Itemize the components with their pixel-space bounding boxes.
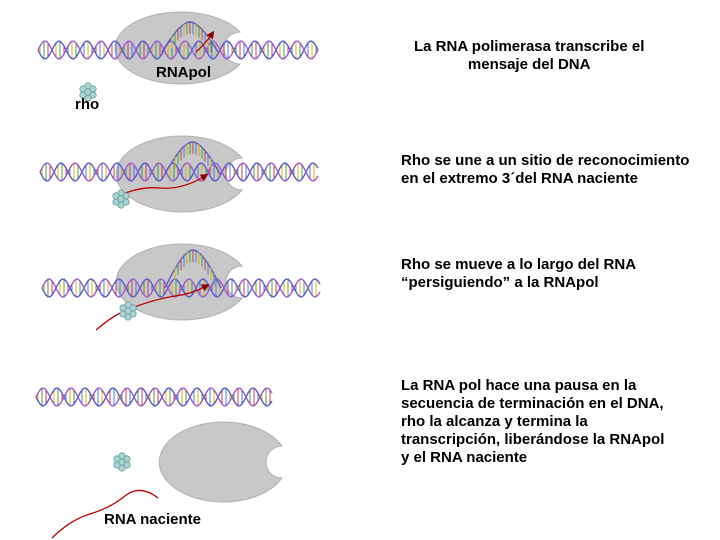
step-3-line-2: “persiguiendo” a la RNApol bbox=[401, 274, 599, 291]
step-3-caption: Rho se mueve a lo largo del RNA “persigu… bbox=[401, 256, 636, 292]
step-1-line-1: La RNA polimerasa transcribe el bbox=[414, 38, 645, 55]
dna-strand bbox=[35, 387, 273, 407]
step-1-line-2: mensaje del DNA bbox=[467, 56, 591, 73]
bubble-base-pairs bbox=[174, 142, 212, 171]
rna-transcript bbox=[95, 284, 210, 331]
stage-3-rho-chasing bbox=[41, 243, 321, 331]
rna-transcript bbox=[51, 489, 159, 539]
step-4-caption: La RNA pol hace una pausa en la secuenci… bbox=[401, 377, 664, 467]
step-3-line-1: Rho se mueve a lo largo del RNA bbox=[401, 256, 637, 273]
rho-subunit bbox=[124, 307, 132, 315]
dna-strand bbox=[35, 387, 273, 407]
rna-polymerase bbox=[158, 421, 283, 503]
rho-subunit bbox=[84, 88, 92, 96]
stage-4-termination bbox=[35, 387, 283, 539]
dna-strand bbox=[39, 162, 319, 182]
rho-subunit bbox=[118, 458, 126, 466]
stage-2-rho-binding bbox=[39, 135, 319, 213]
step-4-line-5: y el RNA naciente bbox=[401, 449, 528, 466]
rnapol-label: RNApol bbox=[156, 64, 211, 81]
step-2-line-1: Rho se une a un sitio de reconocimiento bbox=[401, 152, 690, 169]
rho-label: rho bbox=[75, 96, 100, 113]
stage-1-transcription bbox=[37, 11, 319, 102]
step-2-line-2: en el extremo 3´del RNA naciente bbox=[401, 170, 639, 187]
dna-base-pairs bbox=[37, 388, 271, 406]
rna-transcript bbox=[195, 30, 215, 53]
dna-strand bbox=[37, 40, 319, 60]
step-4-line-4: transcripción, liberándose la RNApol bbox=[401, 431, 665, 448]
step-4-line-3: rho la alcanza y termina la bbox=[401, 413, 588, 430]
step-1-caption: La RNA polimerasa transcribe el mensaje … bbox=[414, 38, 644, 74]
step-4-line-1: La RNA pol hace una pausa en la bbox=[401, 377, 637, 394]
rna-transcript bbox=[117, 173, 209, 197]
step-2-caption: Rho se une a un sitio de reconocimiento … bbox=[401, 152, 689, 188]
dna-strand bbox=[39, 162, 319, 182]
dna-strand bbox=[41, 278, 321, 298]
dna-strand bbox=[41, 278, 321, 298]
rho-subunit bbox=[117, 195, 125, 203]
step-4-line-2: secuencia de terminación en el DNA, bbox=[401, 395, 664, 412]
bubble-base-pairs bbox=[174, 250, 215, 286]
rna-naciente-label: RNA naciente bbox=[104, 511, 201, 528]
